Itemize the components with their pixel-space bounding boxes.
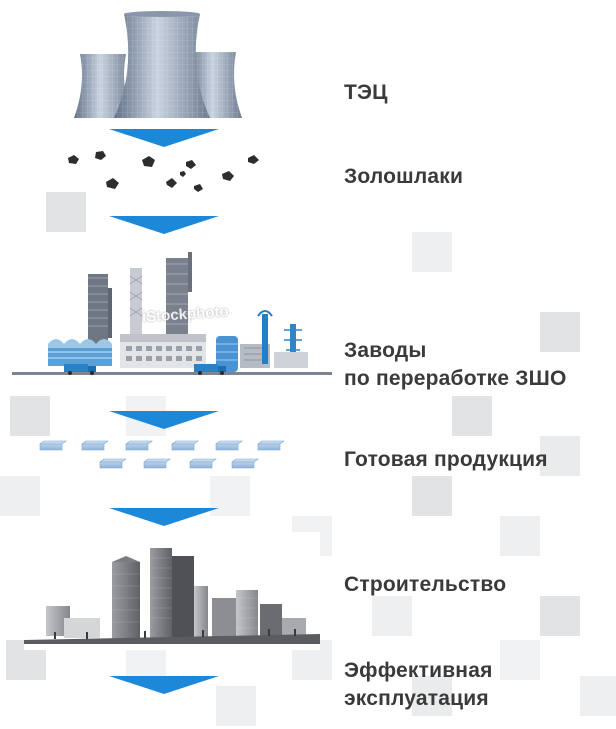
finished-blocks-icon: [39, 440, 285, 469]
step-label-operation-line2: эксплуатация: [344, 687, 489, 710]
flow-arrow-3: [109, 411, 219, 429]
flow-arrow-4: [109, 508, 219, 526]
cooling-towers-icon: [74, 11, 242, 118]
step-label-construction: Строительство: [344, 573, 507, 596]
step-label-product: Готовая продукция: [344, 448, 548, 471]
step-label-plants-line2: по переработке ЗШО: [344, 367, 567, 390]
flow-arrow-1: [109, 129, 219, 147]
flow-arrow-5: [109, 676, 219, 694]
step-label-tpp: ТЭЦ: [344, 81, 388, 104]
step-label-plants-line1: Заводы: [344, 339, 427, 362]
step-label-operation-line1: Эффективная: [344, 659, 493, 682]
flow-arrow-2: [109, 216, 219, 234]
city-buildings-icon: [24, 532, 320, 650]
processing-plant-icon: [12, 252, 332, 375]
ash-slag-pieces-icon: [68, 151, 259, 192]
step-label-ash: Золошлаки: [344, 165, 464, 188]
